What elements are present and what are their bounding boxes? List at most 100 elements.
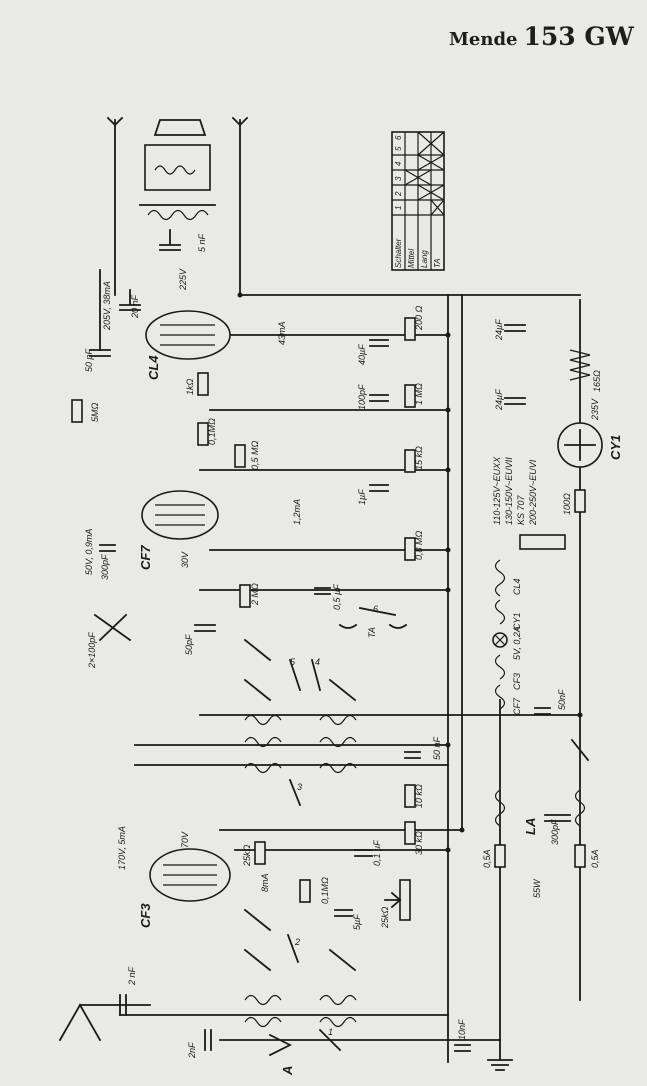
label-01mohm: 0,1MΩ: [207, 418, 217, 445]
label-10kohm: 10 kΩ: [414, 784, 424, 808]
label-sw3: 3: [297, 782, 302, 792]
label-la: LA: [523, 818, 538, 835]
tube-label-cl4: CL4: [146, 355, 161, 380]
label-50nf: 50nF: [557, 689, 567, 710]
heater-cl4-icon: [494, 559, 506, 597]
switch-col-6: 6: [394, 135, 403, 140]
potentiometer-wiper-icon[interactable]: [384, 891, 402, 909]
label-50pf-b: 50pF: [184, 634, 194, 655]
label-200ohm: 200 Ω: [414, 305, 424, 331]
label-50nf-b: 50 nF: [432, 736, 442, 760]
capacitor-100pf-icon: [369, 394, 389, 402]
resistor-25k-icon: [254, 841, 266, 865]
switch-2-icon[interactable]: [286, 933, 300, 964]
label-8ma: 8mA: [260, 873, 270, 892]
capacitor-50pf-icon: [89, 349, 111, 357]
label-015mohm: 0,5 MΩ: [250, 440, 260, 470]
label-01mohm-b: 0,1MΩ: [320, 877, 330, 904]
label-24uf-a: 24µF: [494, 319, 504, 341]
label-cl4-rating: 205V, 38mA: [102, 281, 112, 331]
capacitor-24uf-a-icon: [504, 324, 526, 332]
cl4-electrodes: [160, 324, 215, 346]
label-100ohm: 100Ω: [562, 493, 572, 515]
label-165ohm: 165Ω: [592, 370, 602, 392]
mains-choke-right-icon: [574, 789, 586, 827]
label-5uf: 5µF: [352, 914, 362, 930]
resistor-15k-icon: [404, 449, 416, 473]
junction-dot: [577, 712, 583, 718]
fuse-b-icon: [574, 844, 586, 868]
junction-dot: [445, 547, 451, 553]
resistor-200-icon: [404, 317, 416, 341]
tube-label-cy1: CY1: [608, 435, 623, 460]
volume-potentiometer-icon[interactable]: [399, 879, 411, 921]
capacitor-40uf-icon: [369, 339, 389, 347]
label-12ma: 1,2mA: [292, 499, 302, 525]
label-5nf: 5 nF: [197, 233, 207, 252]
resistor-1m-icon: [404, 384, 416, 408]
capacitor-5uf-icon: [334, 909, 353, 917]
switch-3-icon[interactable]: [288, 778, 302, 807]
switch-col-1: 1: [394, 206, 403, 210]
antenna-icon: [58, 1003, 102, 1042]
label-15kohm: 15 kΩ: [414, 446, 424, 470]
resistor-100-icon: [574, 489, 586, 513]
label-cf7-rating: 50V, 0,9mA: [84, 529, 94, 575]
resistor-30k-icon: [404, 821, 416, 845]
label-55w: 55W: [532, 878, 542, 898]
switch-4-5-icon[interactable]: [288, 658, 322, 692]
power-switch-icon[interactable]: [570, 738, 590, 762]
label-fuse-a: 0,5A: [482, 849, 492, 868]
switch-col-4: 4: [394, 161, 403, 166]
input-trimmers-icon: [243, 908, 357, 972]
antenna-socket-icon[interactable]: [268, 1033, 293, 1057]
label-225v: 225V: [178, 268, 188, 291]
junction-dot: [459, 827, 465, 833]
switch-6-icon[interactable]: [358, 606, 397, 617]
resistor-015m-icon: [234, 444, 246, 468]
label-235v: 235V: [590, 398, 600, 421]
junction-dot: [445, 847, 451, 853]
resistor-165-icon: [569, 349, 591, 381]
brand-name: Mende: [449, 29, 518, 50]
capacitor-2nf-a-icon: [119, 994, 127, 1016]
capacitor-2nf-b-icon: [204, 1029, 212, 1051]
label-antenna-a: A: [280, 1066, 295, 1076]
label-40uf: 40µF: [357, 344, 367, 365]
heater-cf3-icon: [494, 654, 506, 680]
label-mains-1: 110-125V~EUXX: [492, 456, 502, 525]
label-300pf: 300pF: [100, 554, 110, 580]
label-300pf-b: 300pF: [550, 819, 560, 845]
switch-row-lang: Lang: [420, 250, 429, 268]
resistor-10k-icon: [404, 784, 416, 808]
label-25kohm-b: 25kΩ: [380, 906, 390, 929]
label-70v: 70V: [180, 831, 190, 848]
switch-1-icon[interactable]: [318, 1028, 342, 1052]
capacitor-10nf-icon: [454, 1044, 471, 1052]
capacitor-300pf-icon: [99, 544, 116, 552]
switch-col-3: 3: [394, 176, 403, 181]
label-05uf: 0,5 µF: [332, 584, 342, 610]
label-heater-cf3: CF3: [512, 673, 522, 690]
label-100pf: 100pF: [357, 384, 367, 410]
loudspeaker-icon: [153, 119, 207, 136]
label-30kohm: 30 kΩ: [414, 831, 424, 855]
capacitor-50nf-b-icon: [404, 751, 421, 759]
capacitor-50nf-icon: [534, 707, 551, 715]
label-25kohm: 25kΩ: [242, 844, 252, 867]
ta-jack-icon[interactable]: [338, 623, 408, 629]
earth-ground-icon: [487, 1039, 513, 1071]
resistor-01m-b-icon: [299, 879, 311, 903]
resistor-01m-icon: [197, 422, 209, 446]
label-50pf: 50 pF: [84, 348, 94, 372]
output-transformer-icon: [147, 209, 209, 221]
label-heater-cl4: CL4: [512, 578, 522, 595]
switch-row-ta: TA: [433, 258, 442, 268]
voice-coil-icon: [154, 165, 196, 175]
resistor-2m-icon: [239, 584, 251, 608]
label-2mohm: 2 MΩ: [250, 583, 260, 606]
voltage-selector-icon[interactable]: [519, 534, 566, 550]
osc-coil-2-icon: [244, 762, 357, 774]
